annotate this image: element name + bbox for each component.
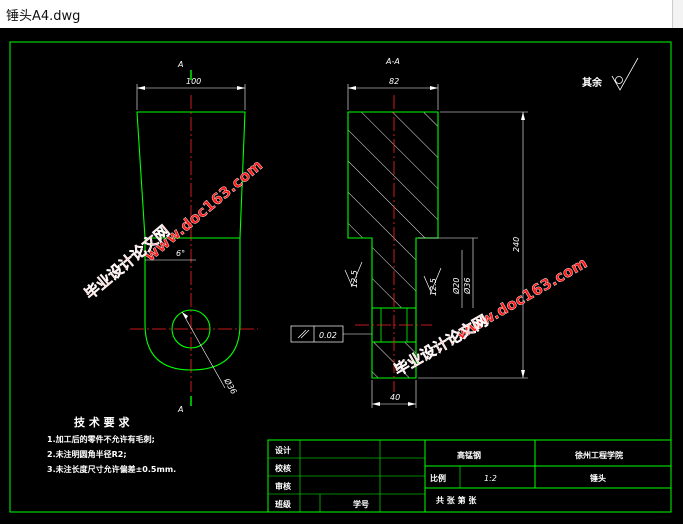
title-scale-label: 比例 [430, 473, 446, 483]
window-titlebar: 锤头A4.dwg [0, 0, 683, 29]
dim-top-width: 100 [186, 77, 201, 86]
fit-dim-1: Ø36 [462, 278, 472, 295]
section-outline [347, 111, 439, 379]
tolerance-value: 0.02 [319, 331, 337, 340]
section-mark-bottom: A [177, 405, 183, 414]
title-block [267, 439, 672, 513]
cad-canvas[interactable]: A A 100 6° Ø36 [0, 28, 683, 520]
title-row-class: 班级 [275, 499, 292, 509]
hammer-head-outline [136, 111, 246, 371]
front-view [130, 70, 258, 406]
title-row-check: 校核 [275, 463, 291, 473]
roughness-symbol-right [423, 267, 442, 293]
roughness-note-icon [611, 57, 639, 91]
title-scale-value: 1:2 [484, 474, 497, 483]
tech-requirement-2: 2.未注明圆角半径R2; [47, 449, 127, 459]
roughness-symbol-left [344, 261, 363, 287]
watermark: www.doc163.com 毕业设计论文网 www.doc163.com 毕业… [81, 156, 591, 380]
section-mark-top: A [177, 60, 183, 69]
title-school: 徐州工程学院 [574, 450, 623, 460]
dim-section-height: 240 [512, 237, 521, 252]
title-material: 高锰钢 [457, 450, 481, 460]
window-scroll-corner[interactable] [672, 0, 683, 28]
fit-dim-2: Ø20 [451, 278, 461, 295]
dim-bottom-width: 40 [390, 393, 400, 402]
title-student-id: 学号 [353, 499, 369, 509]
diameter-leader [181, 311, 226, 389]
flatness-icon [297, 329, 307, 339]
title-row-review: 审核 [275, 481, 291, 491]
title-sheet-label: 共 张 第 张 [436, 495, 477, 505]
bore-circle [171, 309, 211, 349]
dim-diameter: Ø36 [222, 376, 239, 396]
roughness-right-value: 12.5 [429, 278, 438, 296]
roughness-note: 其余 [582, 76, 603, 89]
roughness-left-value: 12.5 [350, 270, 359, 288]
section-view [290, 84, 528, 408]
title-row-design: 设计 [275, 445, 291, 455]
window-title: 锤头A4.dwg [6, 9, 81, 24]
watermark-text-1: 毕业设计论文网 [81, 222, 173, 303]
dim-section-width: 82 [389, 77, 399, 86]
title-part-name: 锤头 [590, 473, 606, 483]
tech-requirement-1: 1.加工后的零件不允许有毛刺; [47, 434, 155, 444]
section-title: A-A [385, 57, 400, 66]
drawing-svg[interactable]: A A 100 6° Ø36 [0, 28, 683, 520]
dim-taper-angle: 6° [176, 249, 185, 258]
tech-requirements-heading: 技 术 要 求 [74, 415, 130, 429]
hatch-upper [348, 112, 438, 238]
watermark-url-1: www.doc163.com [141, 156, 266, 265]
tech-requirement-3: 3.未注长度尺寸允许偏差±0.5mm. [47, 464, 176, 474]
